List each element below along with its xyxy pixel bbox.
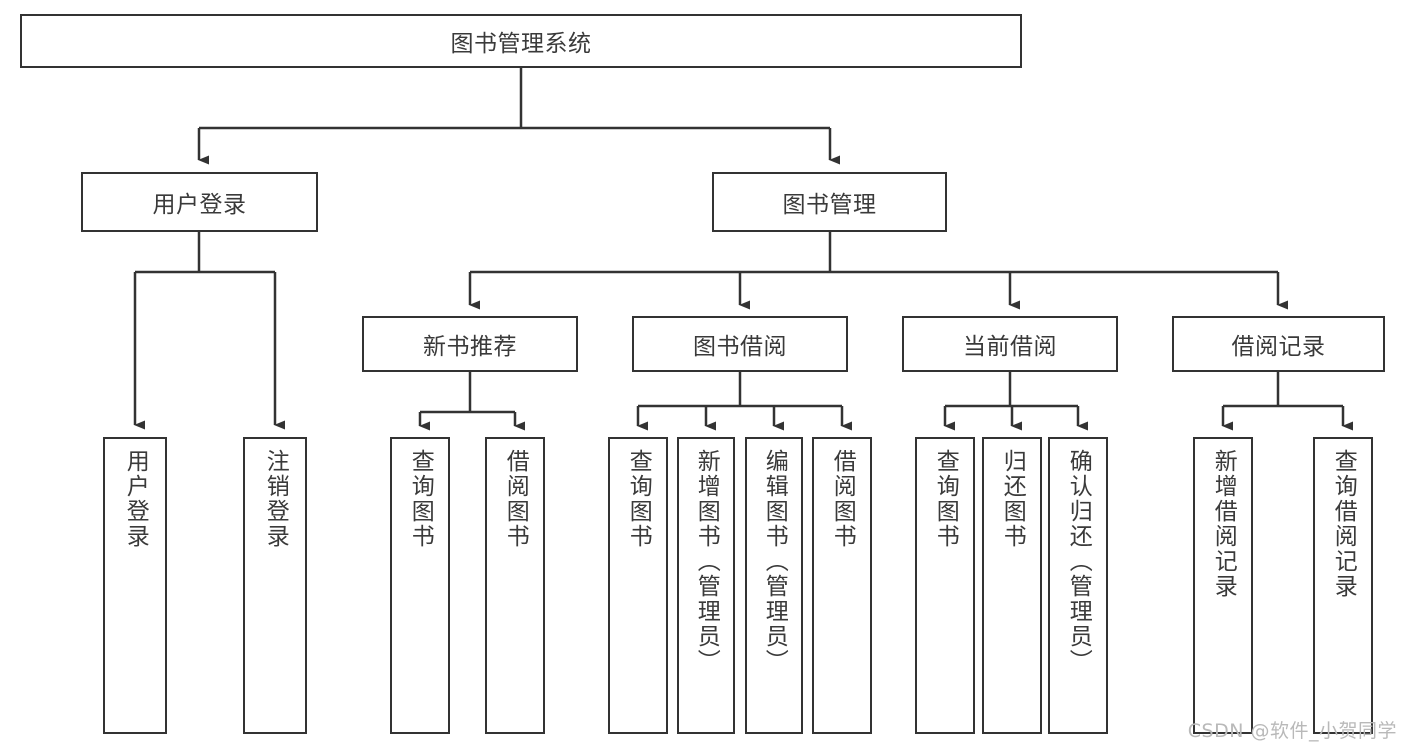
leaf-borrow-book-1[interactable]: 借阅图书 [485,437,545,734]
node-book-borrow[interactable]: 图书借阅 [632,316,848,372]
leaf-user-login-label: 用户登录 [122,449,149,549]
node-book-borrow-label: 图书借阅 [693,334,787,360]
leaf-edit-book[interactable]: 编辑图书（管理员） [745,437,803,734]
node-root-label: 图书管理系统 [450,31,592,57]
node-book-management-label: 图书管理 [782,192,877,218]
leaf-return-book[interactable]: 归还图书 [982,437,1042,734]
leaf-add-record-label: 新增借阅记录 [1210,449,1237,599]
leaf-add-record[interactable]: 新增借阅记录 [1193,437,1253,734]
node-book-management[interactable]: 图书管理 [712,172,947,232]
leaf-user-logout-label: 注销登录 [262,449,289,549]
leaf-return-book-label: 归还图书 [999,449,1026,549]
leaf-query-book-2-label: 查询图书 [625,449,652,549]
leaf-confirm-return-label: 确认归还（管理员） [1065,449,1092,674]
leaf-confirm-return[interactable]: 确认归还（管理员） [1048,437,1108,734]
leaf-borrow-book-1-label: 借阅图书 [502,449,529,549]
leaf-query-book-2[interactable]: 查询图书 [608,437,668,734]
leaf-query-book-3-label: 查询图书 [932,449,959,549]
node-user-login[interactable]: 用户登录 [81,172,318,232]
node-current-borrow-label: 当前借阅 [963,334,1057,360]
leaf-query-record[interactable]: 查询借阅记录 [1313,437,1373,734]
node-new-book-recommend-label: 新书推荐 [423,334,517,360]
node-borrow-record-label: 借阅记录 [1231,334,1326,360]
leaf-add-book[interactable]: 新增图书（管理员） [677,437,735,734]
node-root[interactable]: 图书管理系统 [20,14,1022,68]
leaf-add-book-label: 新增图书（管理员） [693,449,720,674]
node-current-borrow[interactable]: 当前借阅 [902,316,1118,372]
csdn-watermark: CSDN @软件_小贺同学 [1187,720,1397,742]
node-user-login-label: 用户登录 [152,192,247,218]
leaf-user-login[interactable]: 用户登录 [103,437,167,734]
leaf-query-book-3[interactable]: 查询图书 [915,437,975,734]
node-borrow-record[interactable]: 借阅记录 [1172,316,1385,372]
node-new-book-recommend[interactable]: 新书推荐 [362,316,578,372]
leaf-query-book-1[interactable]: 查询图书 [390,437,450,734]
leaf-edit-book-label: 编辑图书（管理员） [761,449,788,674]
leaf-borrow-book-2[interactable]: 借阅图书 [812,437,872,734]
leaf-query-book-1-label: 查询图书 [407,449,434,549]
leaf-borrow-book-2-label: 借阅图书 [829,449,856,549]
leaf-query-record-label: 查询借阅记录 [1330,449,1357,599]
leaf-user-logout[interactable]: 注销登录 [243,437,307,734]
